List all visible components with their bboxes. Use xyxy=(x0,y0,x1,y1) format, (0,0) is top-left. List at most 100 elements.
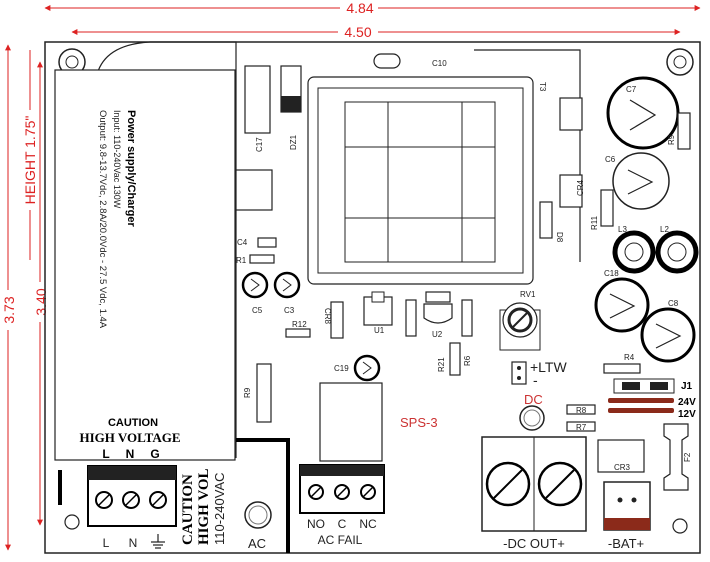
r1-part xyxy=(249,254,275,264)
ac-input-terminal-block xyxy=(87,465,177,527)
r9b-label: R9 xyxy=(243,387,252,398)
side-caution: CAUTION HIGH VOL 110-240VAC xyxy=(180,468,227,545)
l2-inductor xyxy=(655,230,699,274)
caution-pin-g: G xyxy=(150,447,159,461)
ac-led xyxy=(244,501,272,529)
mounting-hole-br xyxy=(672,518,688,534)
ac-terminal-n: N xyxy=(129,536,138,550)
r8-part xyxy=(566,404,596,415)
c5-part xyxy=(241,271,269,299)
cr4-label: CR4 xyxy=(576,179,585,196)
diode-a xyxy=(405,299,417,337)
overall-width-value: 4.84 xyxy=(346,0,373,16)
l3-label: L3 xyxy=(618,225,627,234)
transformer-t3 xyxy=(307,76,534,285)
r11-part xyxy=(600,189,614,227)
hole-height-value: 3.40 xyxy=(33,288,49,315)
t3-label: T3 xyxy=(538,82,547,92)
c10-part xyxy=(373,53,401,69)
caution-subtitle: HIGH VOLTAGE xyxy=(79,430,180,445)
c3-label: C3 xyxy=(284,306,295,315)
u1-part xyxy=(363,291,393,326)
caution-title: CAUTION xyxy=(108,417,158,429)
module-label-text: Power supply/Charger Input: 110-240Vac 1… xyxy=(97,110,137,329)
ac-fail-terminal-block xyxy=(299,464,385,514)
l2-label: L2 xyxy=(660,225,669,234)
ac-fail-relay xyxy=(319,382,383,462)
c7-label: C7 xyxy=(626,85,637,94)
c18-label: C18 xyxy=(604,269,619,278)
r21-label: R21 xyxy=(437,357,446,372)
r21-part xyxy=(449,342,461,376)
f2-label: F2 xyxy=(683,452,692,462)
r4-label: R4 xyxy=(624,353,635,362)
r9-label: R9 xyxy=(667,134,676,145)
f2-fuse xyxy=(663,423,689,491)
dz1-label: DZ1 xyxy=(289,134,298,150)
ltw-minus-label: - xyxy=(533,372,538,388)
cr3-label: CR3 xyxy=(614,463,631,472)
ground-icon xyxy=(151,534,165,549)
u2-label: U2 xyxy=(432,330,443,339)
r7-label: R7 xyxy=(576,423,587,432)
c6-label: C6 xyxy=(605,155,616,164)
dimension-overall-height: 3.73 xyxy=(1,44,17,551)
module-label-sticker xyxy=(54,69,236,461)
r12-label: R12 xyxy=(292,320,307,329)
module-output: Output: 9.8-13.7Vdc, 2.8A/20.0Vdc - 27.5… xyxy=(97,110,108,329)
mounting-hole-tl xyxy=(58,48,86,76)
ac-fail-label: AC FAIL xyxy=(318,533,363,547)
dc-output-terminal-block xyxy=(481,436,587,532)
r8-label: R8 xyxy=(576,406,587,415)
component-height-value: HEIGHT 1.75" xyxy=(22,116,38,205)
module-title: Power supply/Charger xyxy=(125,110,137,227)
dimension-overall-width: 4.84 xyxy=(44,0,701,16)
r6-label: R6 xyxy=(463,355,472,366)
j1-opt-24v: 24V xyxy=(678,397,696,408)
c5-label: C5 xyxy=(252,306,263,315)
ac-fail-pin-nc: NC xyxy=(359,517,377,531)
ac-terminal-l: L xyxy=(103,536,110,550)
r1-label: R1 xyxy=(236,256,247,265)
cr4-heatsink-a xyxy=(559,97,583,131)
cr8-label: CR8 xyxy=(323,308,332,325)
side-caution-line2: HIGH VOL xyxy=(196,468,212,545)
dc-led-label: DC xyxy=(524,392,543,407)
board-outline xyxy=(44,41,701,554)
j1-label: J1 xyxy=(681,381,693,392)
d8-label: D8 xyxy=(555,232,564,243)
c17-label: C17 xyxy=(255,137,264,152)
r11-label: R11 xyxy=(590,215,599,230)
r4-part xyxy=(603,363,641,374)
mounting-hole-bl xyxy=(64,514,80,530)
c19-part xyxy=(353,354,381,382)
rv1-label: RV1 xyxy=(520,290,536,299)
ltw-connector xyxy=(511,361,527,385)
c10-label: C10 xyxy=(432,59,447,68)
caution-pin-n: N xyxy=(126,447,135,461)
l3-inductor xyxy=(612,230,656,274)
diode-b xyxy=(461,299,473,337)
cr3-part xyxy=(597,439,645,473)
cr8-part xyxy=(330,301,344,339)
rv1-potentiometer xyxy=(499,302,541,351)
module-input: Input: 110-240Vac 130W xyxy=(112,110,122,209)
j1-jumper xyxy=(608,378,675,413)
ac-fail-pin-c: C xyxy=(338,517,347,531)
ltw-plus-label: +LTW xyxy=(530,359,567,375)
r7-part xyxy=(566,421,596,432)
r12-part xyxy=(285,328,311,338)
dimension-component-height: HEIGHT 1.75" xyxy=(22,50,38,260)
d8-part xyxy=(539,201,553,239)
hole-width-value: 4.50 xyxy=(344,24,371,40)
dc-output-label: -DC OUT+ xyxy=(503,536,565,551)
side-caution-line1: CAUTION xyxy=(180,474,196,545)
c6-capacitor xyxy=(612,152,670,210)
c19-label: C19 xyxy=(334,364,349,373)
c8-capacitor xyxy=(640,307,696,363)
ac-fail-pin-no: NO xyxy=(307,517,325,531)
dc-led xyxy=(519,405,545,431)
c4-label: C4 xyxy=(237,238,248,247)
